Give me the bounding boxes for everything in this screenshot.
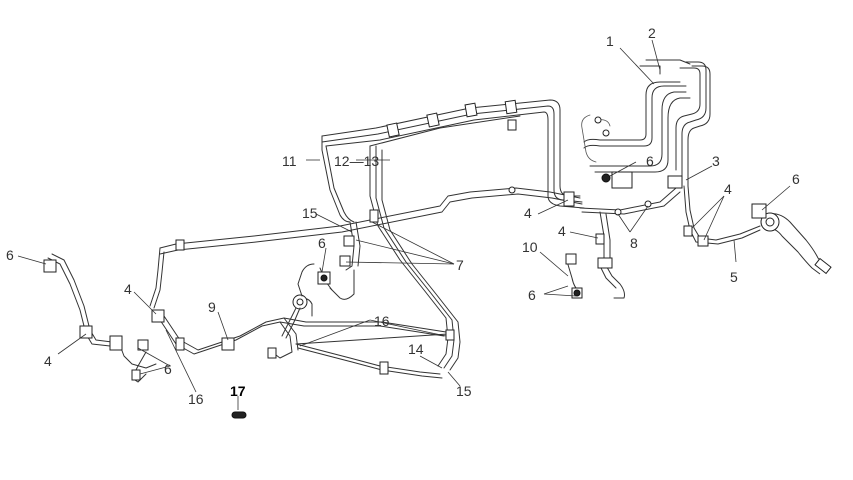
- pipe-network: [47, 59, 832, 383]
- callout-2: 2: [648, 25, 656, 41]
- callout-4-mid: 4: [524, 205, 532, 221]
- leader-lines: [17, 39, 791, 410]
- callout-6-far-right: 6: [792, 171, 800, 187]
- callout-6-top: 6: [646, 153, 654, 169]
- callout-8: 8: [630, 235, 638, 251]
- callout-3: 3: [712, 153, 720, 169]
- callout-15-lower: 15: [456, 383, 472, 399]
- callout-6-left: 6: [164, 361, 172, 377]
- callout-4-mid-lower: 4: [558, 223, 566, 239]
- callout-7: 7: [456, 257, 464, 273]
- callout-4-left: 4: [124, 281, 132, 297]
- callout-12-13: 12—13: [334, 153, 379, 169]
- callout-4-far-left: 4: [44, 353, 52, 369]
- callout-16-left: 16: [188, 391, 204, 407]
- callout-14: 14: [408, 341, 424, 357]
- callout-17: 17: [230, 383, 246, 399]
- clips-and-fittings: [43, 99, 767, 419]
- callout-6-mid-right: 6: [528, 287, 536, 303]
- callout-4-right: 4: [724, 181, 732, 197]
- callout-1: 1: [606, 33, 614, 49]
- callout-15-upper: 15: [302, 205, 318, 221]
- callout-9: 9: [208, 299, 216, 315]
- callout-16-center: 16: [374, 313, 390, 329]
- callout-labels: 1 2 3 4 4 4 4 4 5 6 6 6 6 6 6 7 8 9 10 1…: [6, 25, 800, 407]
- callout-6-far-left: 6: [6, 247, 14, 263]
- callout-6-center: 6: [318, 235, 326, 251]
- callout-11: 11: [282, 153, 297, 169]
- callout-10: 10: [522, 239, 538, 255]
- callout-5: 5: [730, 269, 738, 285]
